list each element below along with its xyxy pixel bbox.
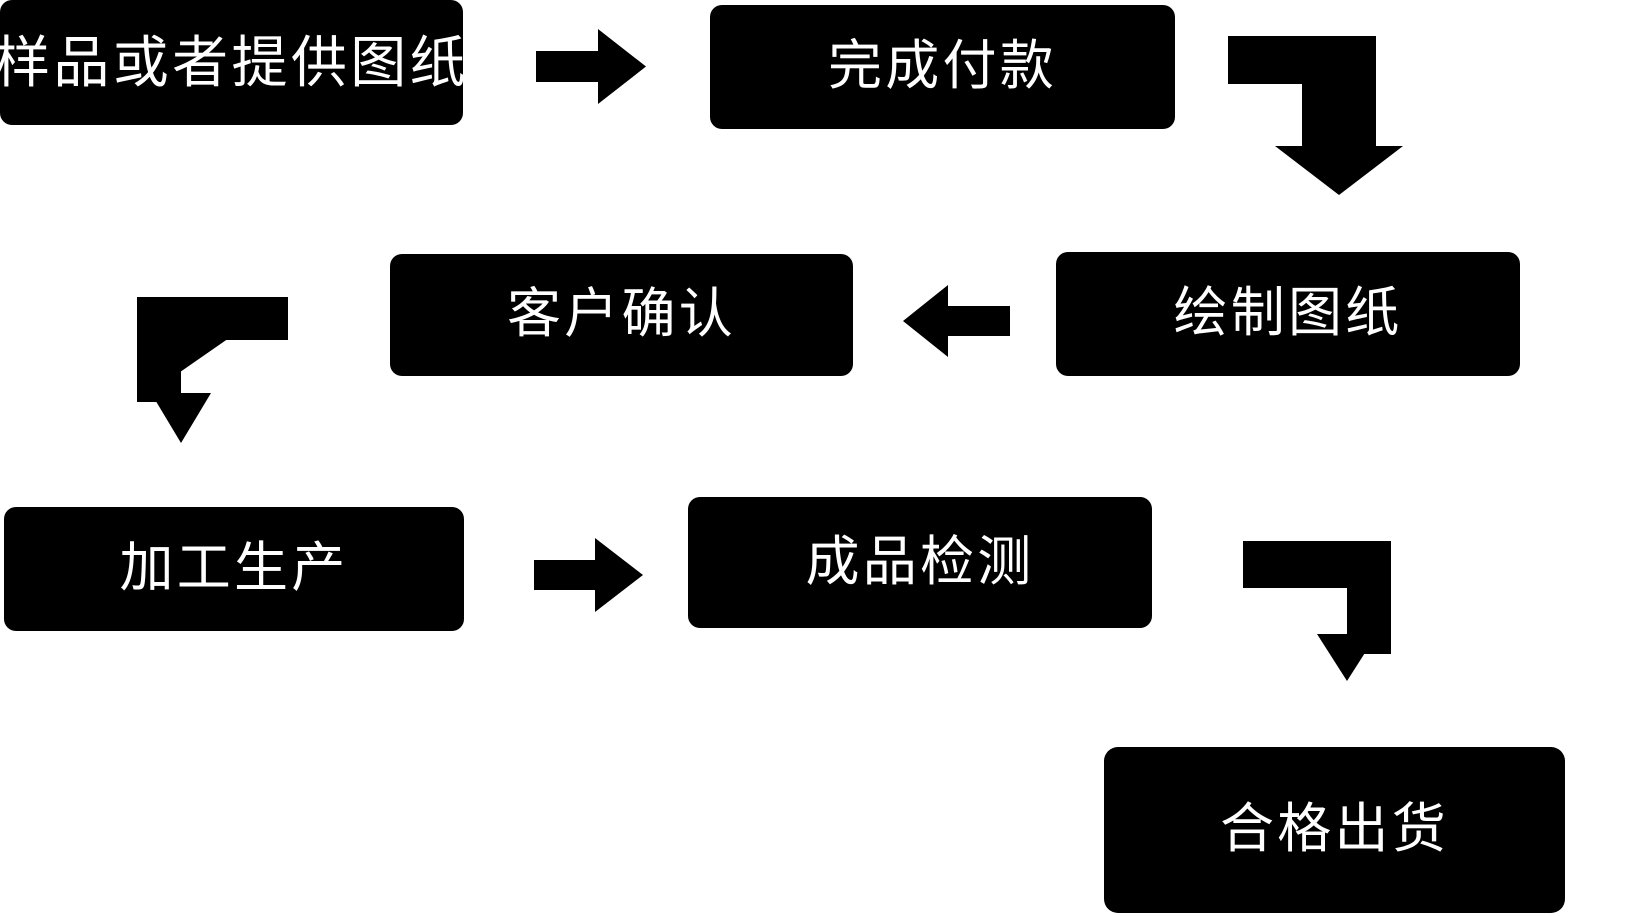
arrow-right-icon [536,29,646,104]
flow-node-label: 样品或者提供图纸 [0,30,469,94]
flow-node-draw-drawing[interactable]: 绘制图纸 [1056,252,1520,376]
arrow-elbow-right-down-icon [1243,541,1391,698]
flow-node-label: 绘制图纸 [1173,283,1403,344]
arrow-right-icon [534,538,643,612]
flow-node-label: 完成付款 [828,36,1057,97]
arrow-left-icon [903,285,1010,357]
flow-node-label: 合格出货 [1220,799,1449,860]
flow-node-label: 加工生产 [119,538,349,599]
flow-node-customer-confirm[interactable]: 客户确认 [390,254,853,376]
flow-node-complete-payment[interactable]: 完成付款 [710,5,1175,129]
arrow-elbow-left-down-icon [137,297,288,443]
flow-node-finished-product-inspection[interactable]: 成品检测 [688,497,1152,628]
flow-node-qualified-shipment[interactable]: 合格出货 [1104,747,1565,913]
flow-node-label: 成品检测 [805,531,1035,592]
flow-node-label: 客户确认 [507,284,736,345]
arrow-elbow-right-down-icon [1228,36,1403,195]
flow-node-processing-production[interactable]: 加工生产 [4,507,464,631]
flow-node-sample-or-drawing[interactable]: 样品或者提供图纸 [0,0,466,125]
